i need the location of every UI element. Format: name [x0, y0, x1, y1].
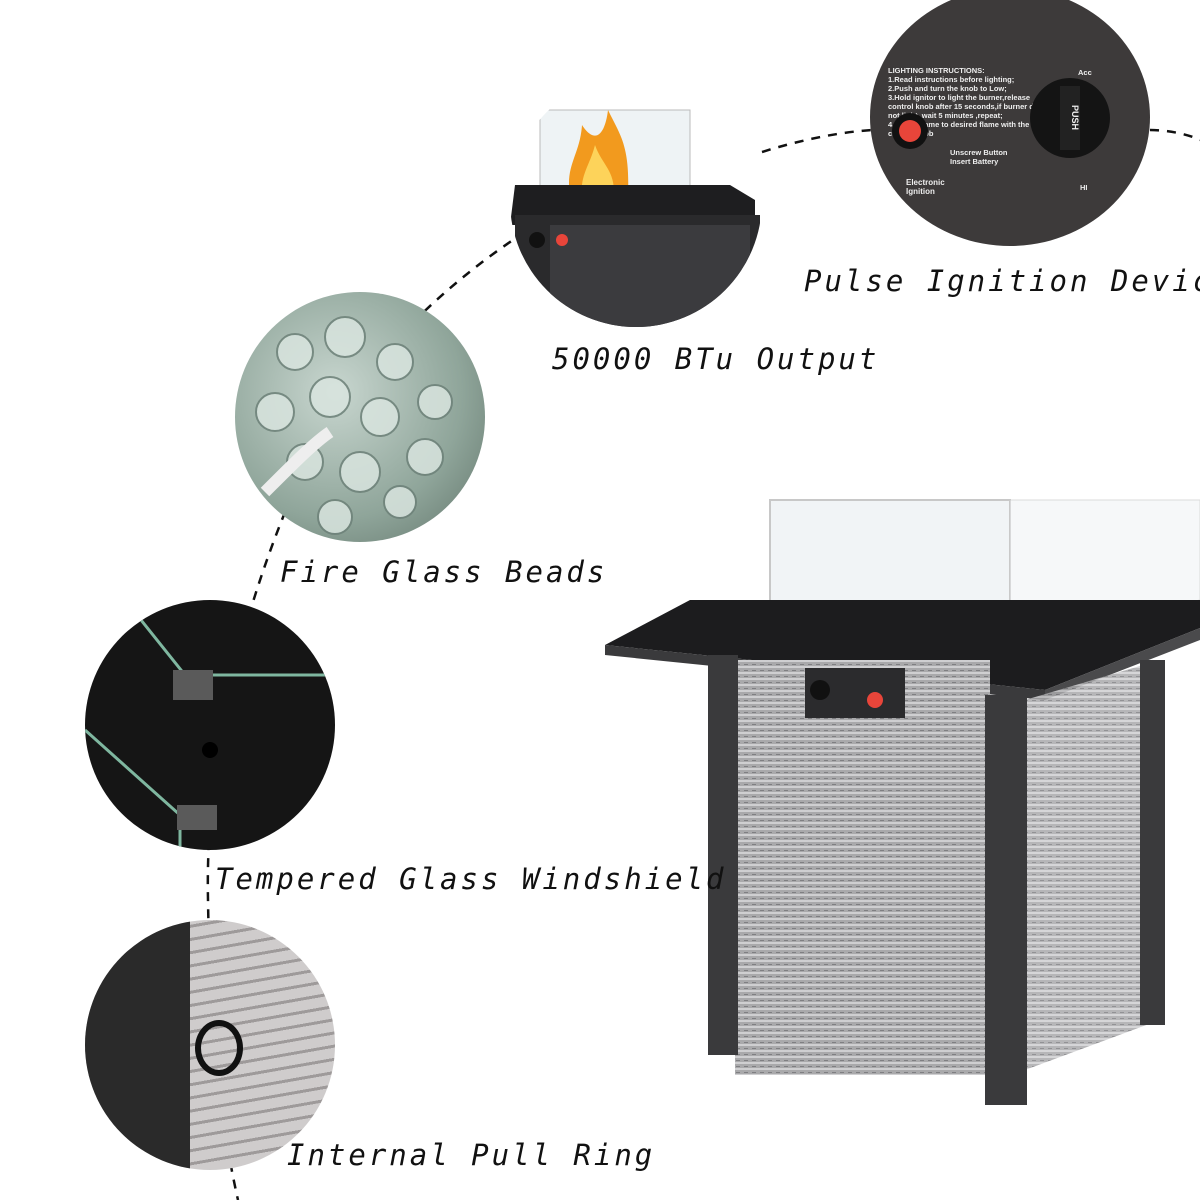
knob-push-label: PUSH: [1060, 86, 1080, 150]
label-pulse-ignition: Pulse Ignition Device: [804, 264, 1200, 298]
ignition-button: [892, 113, 928, 149]
windshield-detail-image: [85, 600, 335, 850]
control-knob: PUSH: [1030, 78, 1110, 158]
beads-pattern: [255, 316, 453, 535]
label-btu-output: 50000 BTu Output: [552, 342, 880, 376]
output-detail-image: [510, 75, 762, 327]
hi-label: HI: [1080, 183, 1088, 192]
pull-ring-detail-image: [85, 920, 335, 1170]
glass-corner: [85, 600, 335, 850]
battery-label: Unscrew Button Insert Battery: [950, 148, 1008, 166]
ignition-label: Electronic Ignition: [906, 178, 945, 196]
label-fire-glass-beads: Fire Glass Beads: [280, 555, 608, 589]
acc-label: Acc: [1078, 68, 1092, 77]
label-internal-pull-ring: Internal Pull Ring: [287, 1138, 656, 1172]
instructions-title: LIGHTING INSTRUCTIONS:: [888, 66, 985, 75]
pull-ring-icon: [195, 1020, 243, 1076]
glass-beads-image: [235, 292, 485, 542]
ignition-detail-image: LIGHTING INSTRUCTIONS: 1.Read instructio…: [870, 0, 1150, 246]
fire-pit-flame-image: [510, 109, 760, 327]
label-tempered-glass-windshield: Tempered Glass Windshield: [215, 862, 727, 896]
